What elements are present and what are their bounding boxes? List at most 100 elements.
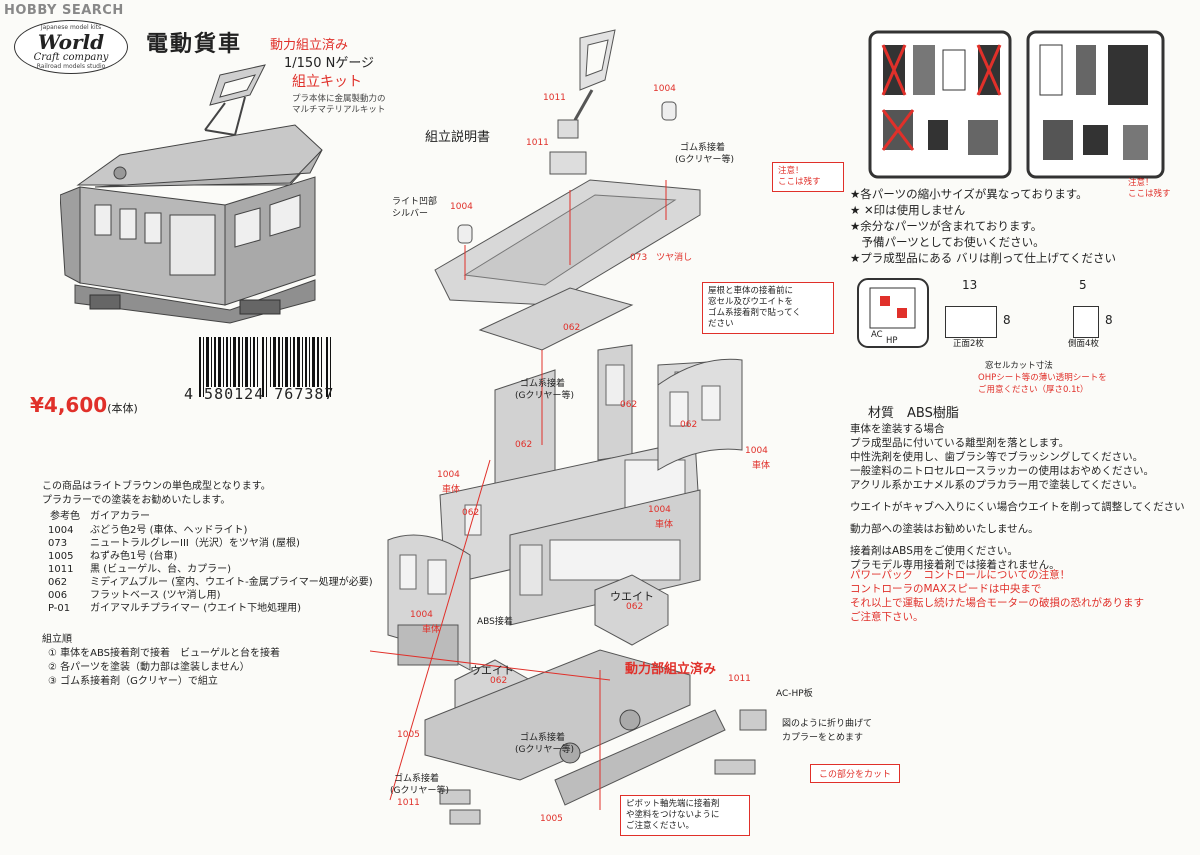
fold-note-2: カプラーをとめます — [782, 733, 864, 743]
sprue-diagram — [868, 30, 1165, 179]
label-062-c: 062 — [680, 420, 698, 430]
label-062-d: 062 — [515, 440, 533, 450]
sprue-caution-1: 注意！ ここは残す — [772, 162, 844, 192]
body-1004-d-label: 車体 — [422, 625, 441, 635]
label-1004-a: 1004 — [653, 84, 676, 94]
logo-bottom-text: Railroad models studio — [36, 62, 106, 70]
paint-name: ガイアマルチプライマー — [90, 603, 200, 614]
side-width: 5 — [1079, 278, 1087, 292]
front-width: 13 — [962, 278, 978, 292]
window-note-4: ださい — [708, 319, 734, 329]
material-line — [850, 492, 1190, 500]
fold-note-1: 図のように折り曲げて — [782, 719, 873, 729]
star-note-1: ★各パーツの縮小サイズが異なっております。 — [850, 187, 1088, 201]
sprue-caution-2: 注意！ ここは残す — [1128, 178, 1171, 199]
front-label: 正面2枚 — [953, 339, 984, 349]
paint-name: ねずみ色1号 — [90, 551, 147, 562]
assembly-step-1: ① 車体をABS接着剤で接着 ビューゲルと台を接着 — [48, 648, 281, 659]
watermark: HOBBY SEARCH — [4, 3, 124, 18]
star-note-3: ★余分なパーツが含まれております。 — [850, 219, 1043, 233]
weight-label-1: ウエイト — [610, 590, 654, 603]
exploded-diagram — [370, 29, 767, 825]
scale-label: 1/150 Nゲージ — [284, 56, 375, 71]
rubber-label-3: ゴム系接着 — [520, 733, 566, 743]
material-note-2: マルチマテリアルキット — [292, 105, 386, 115]
assembly-step-2: ② 各パーツを塗装（動力部は塗装しません） — [48, 662, 250, 673]
achp-hp: HP — [886, 336, 898, 346]
label-062-e: 062 — [462, 508, 480, 518]
paint-use: (車体、ヘッドライト) — [149, 525, 248, 536]
material-line: ウエイトがキャブへ入りにくい場合ウエイトを削って調整してください — [850, 501, 1185, 513]
paint-name: 黒 — [90, 564, 100, 575]
body-1004-c: 1004 — [648, 505, 671, 515]
paint-name: ミディアムブルー — [90, 577, 168, 588]
achp-label: AC-HP板 — [776, 689, 813, 699]
paint-use: (台車) — [149, 551, 178, 562]
pivot-note-3: ご注意ください。 — [626, 821, 695, 831]
label-1011-b: 1011 — [526, 138, 549, 148]
label-1011-a: 1011 — [543, 93, 566, 103]
rubber-label-1: ゴム系接着 — [680, 143, 726, 153]
achp-part-diagram — [857, 278, 929, 348]
manual-title: 組立説明書 — [425, 130, 491, 145]
side-label: 側面4枚 — [1068, 339, 1099, 349]
logo-world: World — [37, 29, 105, 54]
paint-code: 1011 — [48, 564, 74, 575]
label-1005-a: 1005 — [397, 730, 420, 740]
window-note-3: ゴム系接着剤で貼ってく — [708, 308, 801, 318]
label-062-a: 062 — [563, 323, 581, 333]
pivot-note-2: や塗料をつけないように — [626, 810, 720, 820]
warning-line: コントローラのMAXスピードは中央まで — [850, 583, 1042, 595]
star-notes: ★各パーツの縮小サイズが異なっております。 ★ ✕印は使用しません ★余分なパー… — [850, 186, 1190, 266]
price-value: ¥4,600 — [30, 393, 108, 417]
material-heading: 材質 ABS樹脂 — [868, 406, 959, 421]
logo-craft: Craft company — [33, 51, 109, 63]
weight-label-1-code: 062 — [626, 602, 644, 612]
label-062-b: 062 — [620, 400, 638, 410]
paint-name: フラットベース — [90, 590, 160, 601]
rubber-label-2b: (Gクリヤー等) — [515, 391, 574, 401]
label-1004-b: 1004 — [450, 202, 473, 212]
warning-line: パワーパック コントロールについての注意！ — [850, 569, 1071, 581]
train-illustration — [60, 64, 323, 324]
rubber-label-2: ゴム系接着 — [520, 379, 566, 389]
material-line: 中性洗剤を使用し、歯ブラシ等でブラッシングしてください。 — [850, 451, 1144, 463]
barcode-number: 4 580124 767387 — [184, 385, 335, 403]
pivot-note-1: ピボット軸先端に接着剤 — [626, 799, 720, 809]
powered-label: 動力組立済み — [270, 38, 349, 53]
body-1004-d: 1004 — [410, 610, 433, 620]
kit-label: 組立キット — [292, 74, 362, 90]
paint-use: (ツヤ消し用) — [162, 590, 221, 601]
window-note-2: 窓セル及びウエイトを — [708, 297, 794, 307]
body-1004-b-label: 車体 — [442, 485, 461, 495]
product-title: 電動貨車 — [146, 32, 243, 57]
paint-use: (ビューゲル、台、カプラー) — [103, 564, 231, 575]
window-cell-title: 窓セルカット寸法 — [985, 361, 1053, 371]
warning-line: それ以上で運転し続けた場合モーターの破損の恐れがあります — [850, 597, 1144, 609]
material-line: 接着剤はABS用をご使用ください。 — [850, 545, 1018, 557]
assembly-heading: 組立順 — [42, 634, 72, 645]
star-note-5: ★プラ成型品にある バリは削って仕上げてください — [850, 251, 1117, 265]
intro-1: この商品はライトブラウンの単色成型となります。 — [42, 481, 271, 492]
paint-ref-row: 006 フラットベース (ツヤ消し用) — [48, 589, 398, 602]
paint-code: 006 — [48, 590, 68, 601]
weight-label-2: ウエイト — [470, 664, 514, 677]
weight-label-2-code: 062 — [490, 676, 508, 686]
price: ¥4,600(本体) — [30, 393, 138, 417]
power-warning: パワーパック コントロールについての注意！ コントローラのMAXスピードは中央まで… — [850, 568, 1190, 624]
material-notes: 車体を塗装する場合プラ成型品に付いている離型剤を落とします。中性洗剤を使用し、歯… — [850, 422, 1190, 572]
pivot-note: ピボット軸先端に接着剤 や塗料をつけないように ご注意ください。 — [620, 795, 750, 836]
material-line: アクリル系かエナメル系のプラカラー用で塗装してください。 — [850, 479, 1143, 491]
material-line: 車体を塗装する場合 — [850, 423, 945, 435]
powered-unit-label: 動力部組立済み — [625, 662, 717, 677]
logo-top-text: Japanese model kits — [40, 23, 102, 31]
abs-label: ABS接着 — [477, 617, 513, 627]
paint-code: 062 — [48, 577, 68, 588]
cut-note: この部分をカット — [810, 764, 901, 783]
body-1004-a: 1004 — [745, 446, 768, 456]
material-note-1: プラ本体に金属製動力の — [292, 94, 386, 104]
